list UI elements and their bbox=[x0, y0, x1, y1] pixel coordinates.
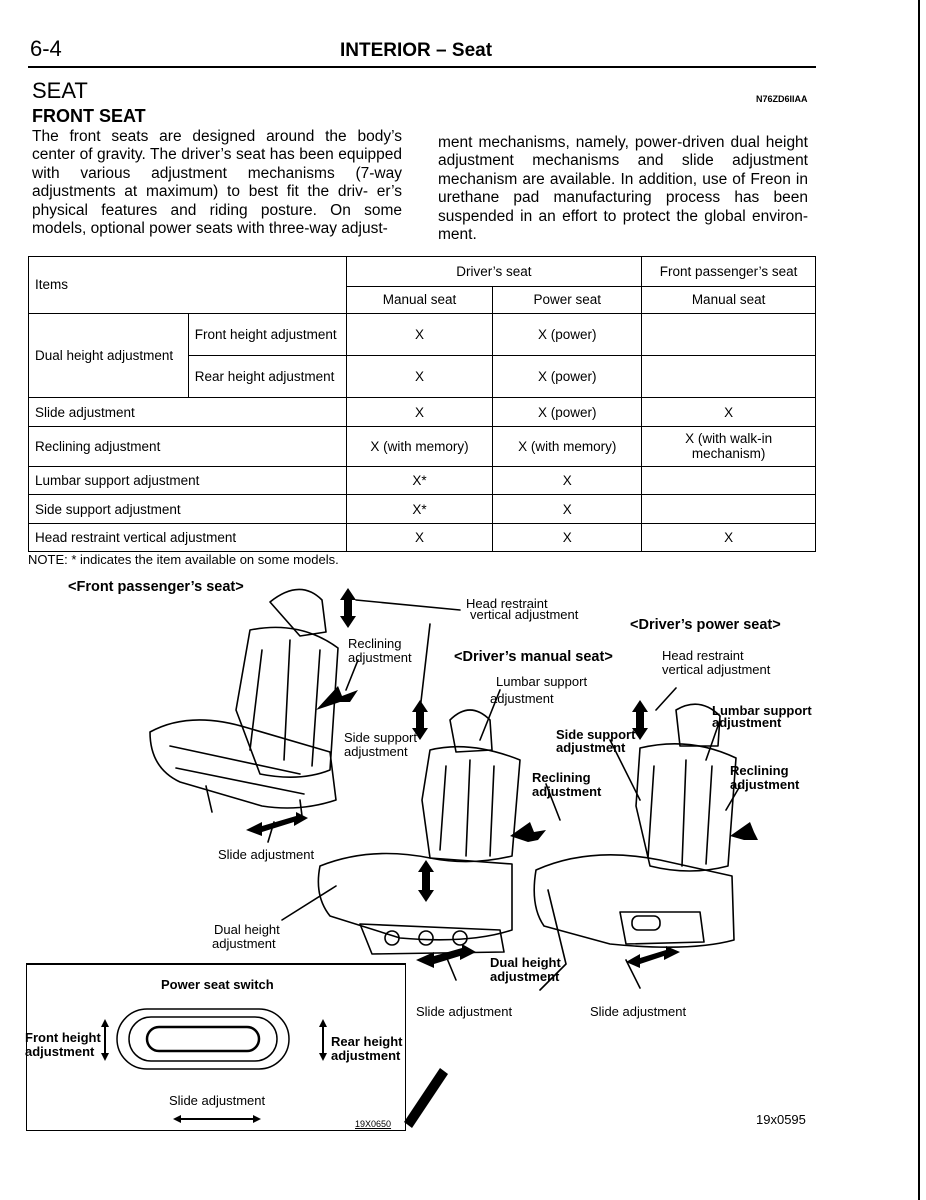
row-label-head-restraint: Head restraint vertical adjustment bbox=[28, 522, 347, 553]
label-lumbar-2: adjustment bbox=[490, 691, 554, 706]
table-row: Rear height adjustment X X (power) bbox=[29, 354, 816, 399]
passenger-seat-drawing bbox=[149, 588, 339, 817]
cell-passenger: X (with walk-in mechanism) bbox=[641, 425, 816, 468]
cell-manual: X bbox=[345, 522, 494, 553]
label-reclining-2: adjustment bbox=[348, 650, 412, 665]
label-power-lumbar-2: adjustment bbox=[712, 715, 782, 730]
label-manual-reclining-1: Reclining bbox=[532, 770, 591, 785]
table-row: Dual height adjustment Front height adju… bbox=[28, 312, 816, 399]
label-front-height: Front height adjustment bbox=[25, 1030, 101, 1059]
label-power-head-restraint-2: vertical adjustment bbox=[662, 662, 771, 677]
label-drivers-power-seat: <Driver’s power seat> bbox=[630, 617, 781, 633]
cell-power: X (power) bbox=[492, 312, 643, 356]
table-header-passenger-seat: Front passenger’s seat bbox=[641, 255, 816, 288]
row-label-side-support: Side support adjustment bbox=[28, 494, 347, 524]
label-manual-side-support-2: adjustment bbox=[344, 744, 408, 759]
section-title: SEAT bbox=[32, 78, 88, 103]
cell-manual: X* bbox=[345, 494, 494, 524]
label-power-lumbar-1: Lumbar support bbox=[712, 703, 812, 718]
intro-column-1: The front seats are designed around the … bbox=[32, 128, 402, 238]
cell-manual: X bbox=[345, 397, 494, 427]
row-label-reclining: Reclining adjustment bbox=[28, 425, 347, 468]
inset-code: 19X0650 bbox=[355, 1119, 392, 1129]
table-row: Lumbar support adjustment X* X bbox=[28, 466, 816, 496]
header-rule bbox=[28, 66, 816, 68]
cell-passenger: X bbox=[641, 397, 816, 427]
label-passenger-slide: Slide adjustment bbox=[218, 847, 314, 862]
cell-power: X bbox=[492, 466, 643, 496]
table-row: Slide adjustment X X (power) X bbox=[28, 397, 816, 427]
label-power-dual-height-1: Dual height bbox=[490, 955, 561, 970]
cell-manual: X bbox=[345, 354, 494, 399]
page-number: 6-4 bbox=[30, 36, 62, 61]
power-seat-switch-inset: Power seat switch Front height adjustmen… bbox=[25, 963, 406, 1131]
label-power-head-restraint-1: Head restraint bbox=[662, 648, 744, 663]
row-label-slide: Slide adjustment bbox=[28, 397, 347, 427]
label-manual-dual-height-2: adjustment bbox=[212, 936, 276, 951]
cell-power: X bbox=[492, 494, 643, 524]
table-note: NOTE: * indicates the item available on … bbox=[28, 552, 339, 567]
label-manual-dual-height-1: Dual height bbox=[214, 922, 280, 937]
label-power-slide: Slide adjustment bbox=[590, 1004, 686, 1019]
power-seat-switch-drawing bbox=[101, 1008, 327, 1123]
cell-power: X (power) bbox=[492, 354, 643, 399]
label-head-restraint-1: Head restraint bbox=[466, 596, 548, 611]
section-subtitle: FRONT SEAT bbox=[32, 106, 146, 126]
label-manual-slide: Slide adjustment bbox=[416, 1004, 512, 1019]
label-power-reclining-1: Reclining bbox=[730, 763, 789, 778]
label-power-reclining-2: adjustment bbox=[730, 777, 800, 792]
cell-power: X (with memory) bbox=[492, 425, 643, 468]
inset-title: Power seat switch bbox=[161, 977, 274, 992]
label-manual-reclining-2: adjustment bbox=[532, 784, 602, 799]
row-label-front-height: Front height adjustment bbox=[187, 312, 347, 356]
cell-manual: X bbox=[345, 312, 494, 356]
label-power-side-support-2: adjustment bbox=[556, 740, 626, 755]
manual-seat-drawing bbox=[317, 709, 521, 955]
row-label-dual-height: Dual height adjustment bbox=[28, 312, 189, 399]
cell-passenger: X bbox=[641, 522, 816, 553]
table-row: Side support adjustment X* X bbox=[28, 494, 816, 524]
cell-passenger bbox=[641, 466, 816, 496]
page-header-title: INTERIOR – Seat bbox=[340, 40, 493, 61]
label-rear-height: Rear height adjustment bbox=[331, 1034, 403, 1063]
label-manual-side-support-1: Side support bbox=[344, 730, 417, 745]
section-code: N76ZD6IIAA bbox=[756, 94, 808, 104]
row-label-rear-height: Rear height adjustment bbox=[187, 354, 347, 399]
cell-passenger bbox=[641, 494, 816, 524]
label-front-passenger-seat: <Front passenger’s seat> bbox=[68, 579, 244, 595]
label-lumbar-1: Lumbar support bbox=[496, 674, 587, 689]
table-header-items: Items bbox=[28, 256, 347, 314]
cell-passenger bbox=[641, 354, 816, 399]
label-head-restraint-2: vertical adjustment bbox=[470, 607, 579, 622]
table-row: Reclining adjustment X (with memory) X (… bbox=[28, 425, 816, 468]
figure-code: 19x0595 bbox=[756, 1112, 806, 1127]
power-seat-drawing bbox=[533, 703, 737, 948]
label-reclining-1: Reclining bbox=[348, 636, 401, 651]
label-drivers-manual-seat: <Driver’s manual seat> bbox=[454, 649, 613, 665]
table-row: Head restraint vertical adjustment X X X bbox=[28, 522, 816, 553]
label-power-dual-height-2: adjustment bbox=[490, 969, 560, 984]
label-inset-slide: Slide adjustment bbox=[169, 1093, 266, 1108]
cell-power: X (power) bbox=[492, 397, 643, 427]
seat-adjustment-table: Items Driver’s seat Front passenger’s se… bbox=[28, 255, 816, 553]
table-header-passenger-manual-seat: Manual seat bbox=[641, 286, 816, 314]
cell-power: X bbox=[492, 522, 643, 553]
intro-column-2: ment mechanisms, namely, power-driven du… bbox=[438, 134, 808, 244]
seat-illustration: <Front passenger’s seat> <Driver’s manua… bbox=[68, 579, 812, 1128]
table-header-manual-seat: Manual seat bbox=[345, 286, 494, 314]
label-power-side-support-1: Side support bbox=[556, 727, 636, 742]
cell-manual: X (with memory) bbox=[345, 425, 494, 468]
table-header-drivers-seat: Driver’s seat bbox=[345, 255, 643, 288]
row-label-lumbar: Lumbar support adjustment bbox=[28, 466, 347, 496]
page-edge-rule bbox=[918, 0, 920, 1200]
table-header-power-seat: Power seat bbox=[492, 286, 643, 314]
cell-manual: X* bbox=[345, 466, 494, 496]
cell-passenger bbox=[641, 312, 816, 356]
